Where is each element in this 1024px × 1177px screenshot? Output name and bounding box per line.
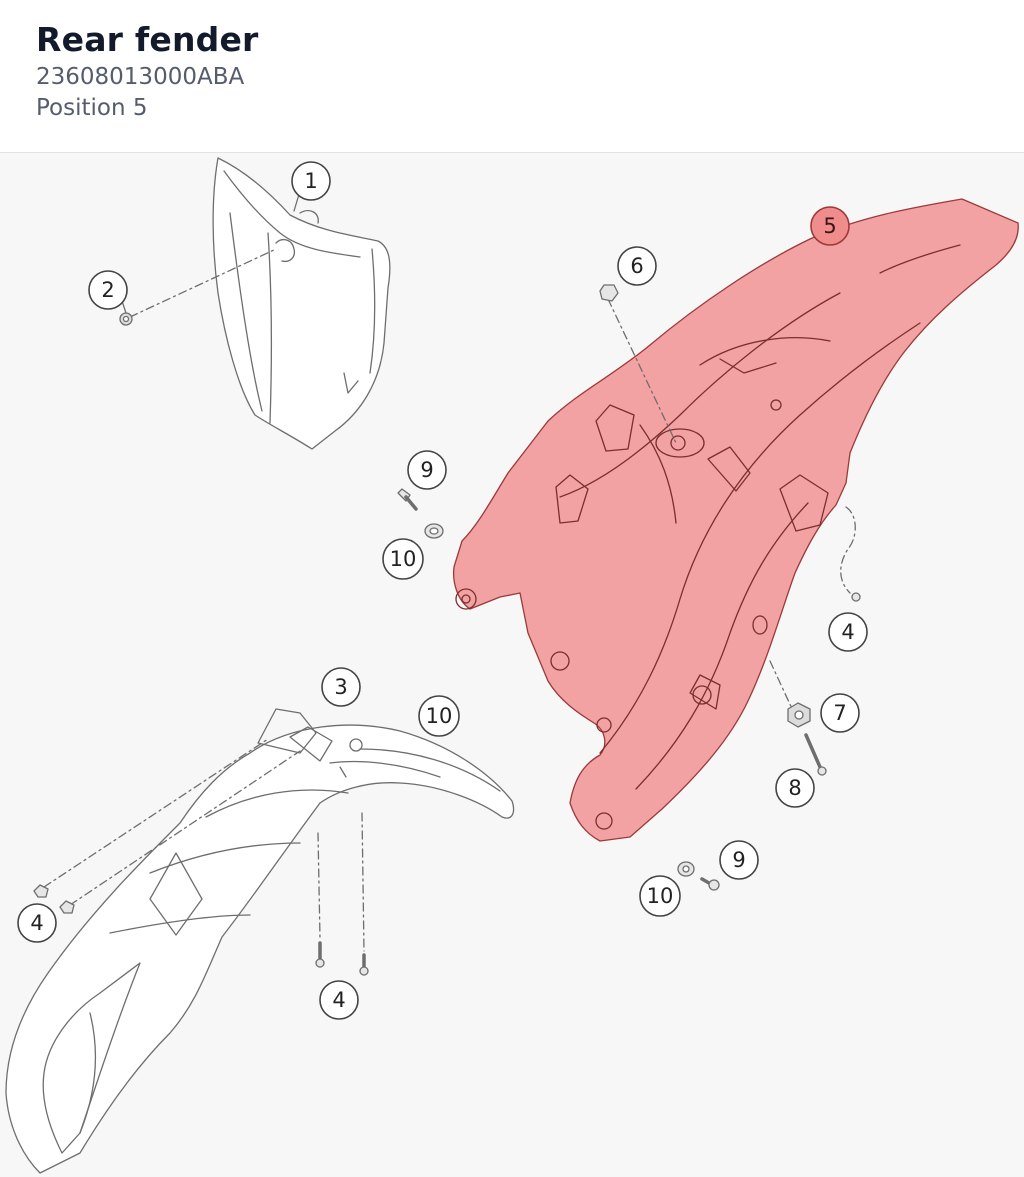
callout-4-front-left[interactable]: 4 <box>17 903 57 943</box>
part-4-screw-right[interactable] <box>840 506 861 602</box>
part-4-screws-front-bottom[interactable] <box>315 812 369 976</box>
part-2-screw[interactable] <box>119 248 277 326</box>
callout-9-label: 9 <box>420 458 433 482</box>
part-title: Rear fender <box>36 20 259 59</box>
part-9-screw-upper[interactable] <box>397 488 418 511</box>
callout-2-label: 2 <box>101 278 114 302</box>
callout-7[interactable]: 7 <box>820 693 860 733</box>
callout-10-label: 10 <box>647 884 674 908</box>
part-4-screws-front-left[interactable] <box>33 738 301 914</box>
callout-10-label: 10 <box>390 547 417 571</box>
callout-4-label: 4 <box>841 620 854 644</box>
exploded-parts-diagram: 1 2 3 4 4 4 5 6 <box>0 153 1024 1177</box>
callout-6[interactable]: 6 <box>617 246 657 286</box>
callout-5-selected[interactable]: 5 <box>810 206 850 246</box>
callout-7-label: 7 <box>833 701 846 725</box>
callout-4-right[interactable]: 4 <box>828 612 868 652</box>
part-number: 23608013000ABA <box>36 64 245 90</box>
callout-1-label: 1 <box>304 169 317 193</box>
part-3-front-fender[interactable] <box>5 708 515 1174</box>
callout-3[interactable]: 3 <box>321 667 361 707</box>
callout-5-label: 5 <box>823 214 836 238</box>
part-5-rear-fender[interactable] <box>452 198 1019 842</box>
callout-1[interactable]: 1 <box>291 161 331 201</box>
callout-6-label: 6 <box>630 254 643 278</box>
position-label: Position 5 <box>36 95 148 121</box>
callout-10-label: 10 <box>426 704 453 728</box>
callout-9-label: 9 <box>732 848 745 872</box>
callout-10-upper[interactable]: 10 <box>382 538 424 580</box>
callout-4-label: 4 <box>30 911 43 935</box>
part-10-washer-upper[interactable] <box>424 523 444 539</box>
part-9-screw-lower[interactable] <box>700 877 720 891</box>
part-8-screw[interactable] <box>804 733 827 776</box>
part-1-side-panel[interactable] <box>212 157 391 450</box>
callout-4-label: 4 <box>332 988 345 1012</box>
part-6-nut[interactable] <box>599 284 677 444</box>
callout-8[interactable]: 8 <box>775 768 815 808</box>
part-10-washer-lower[interactable] <box>677 861 695 877</box>
part-7-nut[interactable] <box>769 660 811 728</box>
callout-9-upper[interactable]: 9 <box>407 450 447 490</box>
callout-8-label: 8 <box>788 776 801 800</box>
part-header: Rear fender 23608013000ABA Position 5 <box>0 0 1024 153</box>
callout-9-lower[interactable]: 9 <box>719 840 759 880</box>
callout-4-front-bottom[interactable]: 4 <box>319 980 359 1020</box>
callout-10-middle[interactable]: 10 <box>418 695 460 737</box>
callout-2[interactable]: 2 <box>88 270 128 310</box>
callout-3-label: 3 <box>334 675 347 699</box>
callout-10-lower[interactable]: 10 <box>639 875 681 917</box>
